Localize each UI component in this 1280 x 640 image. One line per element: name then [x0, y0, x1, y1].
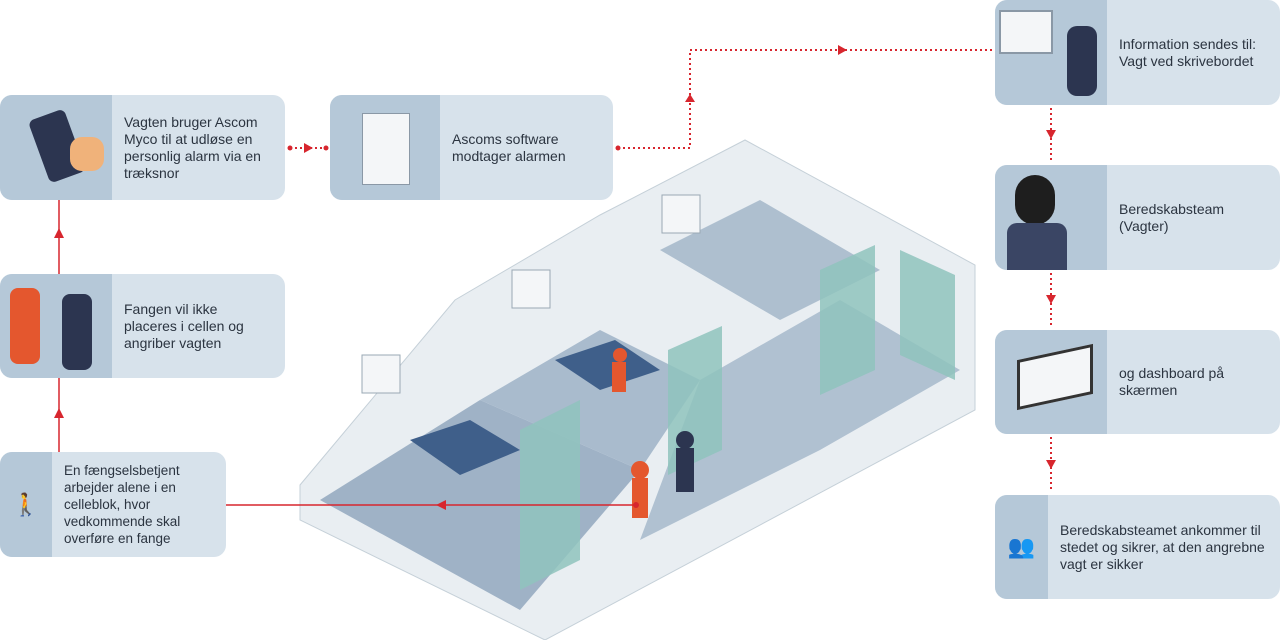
step-desk-guard: Information sendes til: Vagt ved skriveb…	[995, 0, 1280, 105]
people-handover-icon: 👥	[995, 495, 1048, 599]
step-prisoner-attacks: Fangen vil ikke placeres i cellen og ang…	[0, 274, 285, 378]
step-myco-alarm: Vagten bruger Ascom Myco til at udløse e…	[0, 95, 285, 200]
step-text: Ascoms software modtager alarmen	[452, 130, 566, 164]
cell-block-illustration	[299, 139, 976, 640]
step-response-team: Beredskabsteam (Vagter)	[995, 165, 1280, 270]
walking-people-icon: 🚶	[0, 452, 52, 557]
step-team-arrives: 👥 Beredskabsteamet ankommer til stedet o…	[995, 495, 1280, 599]
step-software: Ascoms software modtager alarmen	[330, 95, 613, 200]
step-dashboard: og dashboard på skærmen	[995, 330, 1280, 434]
step-text: og dashboard på skærmen	[1119, 365, 1225, 398]
monitor-dashboard-icon	[995, 330, 1107, 434]
step-text: Beredskabsteamet ankommer til stedet og …	[1060, 521, 1265, 572]
step-text: Beredskabsteam (Vagter)	[1119, 200, 1225, 234]
step-officer-alone: 🚶 En fængselsbetjent arbejder alene i en…	[0, 452, 226, 557]
step-text: Fangen vil ikke placeres i cellen og ang…	[124, 300, 244, 351]
step-text: Information sendes til: Vagt ved skriveb…	[1119, 35, 1256, 69]
phone-alarm-icon	[0, 95, 112, 200]
attack-illustration-icon	[0, 274, 112, 378]
step-text: En fængselsbetjent arbejder alene i en c…	[64, 463, 181, 546]
guard-with-phone-icon	[995, 165, 1107, 270]
desk-guard-icon	[995, 0, 1107, 105]
server-icon	[330, 95, 440, 200]
step-text: Vagten bruger Ascom Myco til at udløse e…	[124, 113, 261, 181]
